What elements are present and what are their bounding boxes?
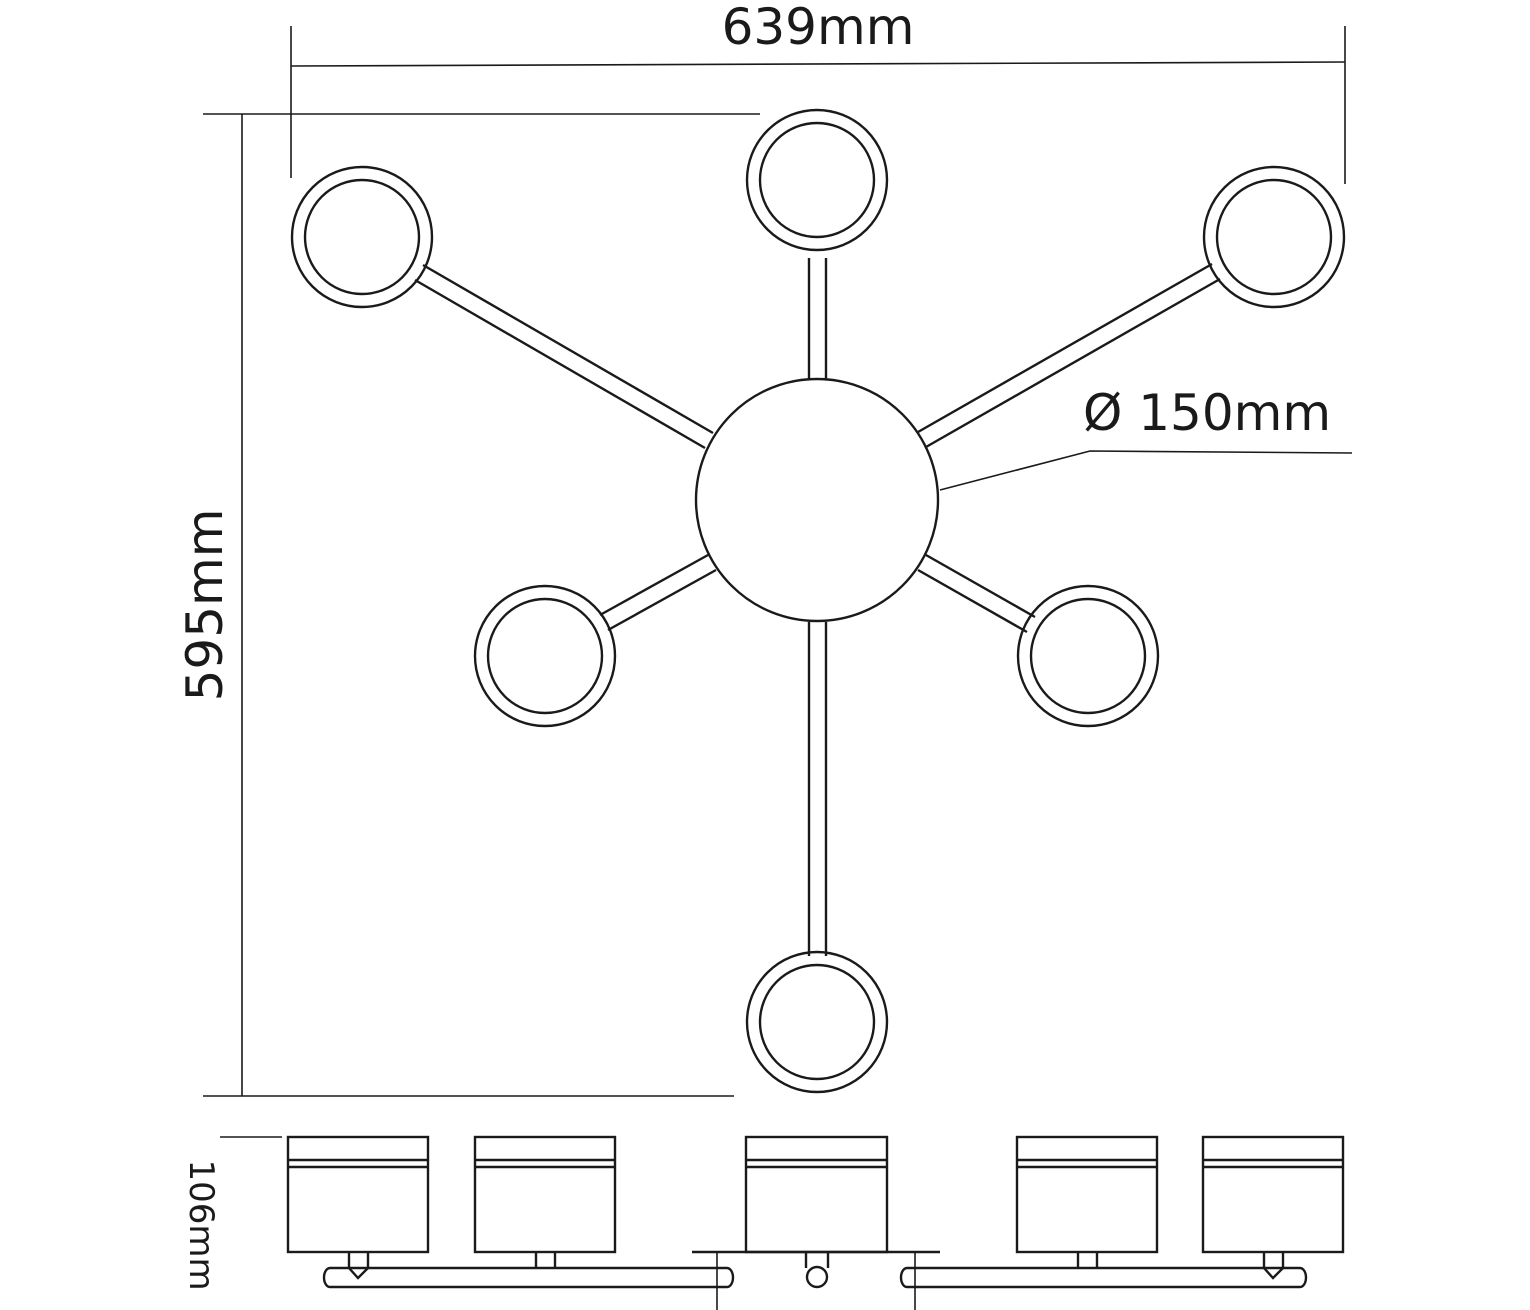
diameter-label: Ø 150mm <box>1083 384 1331 442</box>
arm-lower-right <box>917 553 1036 634</box>
side-shade-5 <box>1201 1135 1345 1280</box>
side-shade-3 <box>744 1135 889 1254</box>
light-head-bottom <box>745 950 889 1094</box>
light-head-top <box>745 108 889 252</box>
depth-label: 106mm <box>181 1159 221 1290</box>
height-dimension: 595mm <box>176 113 760 1097</box>
side-shade-4 <box>1015 1135 1159 1268</box>
height-label: 595mm <box>176 509 234 702</box>
rod-right <box>899 1266 1308 1289</box>
width-dimension: 639mm <box>290 0 1346 184</box>
top-view <box>290 108 1346 1094</box>
side-shade-2 <box>473 1135 617 1268</box>
side-view: 106mm <box>181 1135 1345 1310</box>
arm-upper-right <box>917 262 1221 449</box>
light-head-lower-left <box>473 584 617 728</box>
diameter-callout: Ø 150mm <box>939 384 1353 491</box>
light-head-upper-right <box>1202 165 1346 309</box>
arm-top <box>807 258 828 380</box>
arm-upper-left <box>414 263 714 450</box>
side-shade-1 <box>286 1135 430 1280</box>
rod-left <box>322 1266 735 1289</box>
width-label: 639mm <box>722 0 915 56</box>
canopy-plate <box>692 1250 940 1310</box>
light-head-lower-right <box>1016 584 1160 728</box>
depth-dimension: 106mm <box>181 1136 282 1291</box>
arm-bottom <box>807 622 828 956</box>
light-head-upper-left <box>290 165 434 309</box>
center-canopy <box>694 377 940 623</box>
arm-lower-left <box>599 553 717 632</box>
